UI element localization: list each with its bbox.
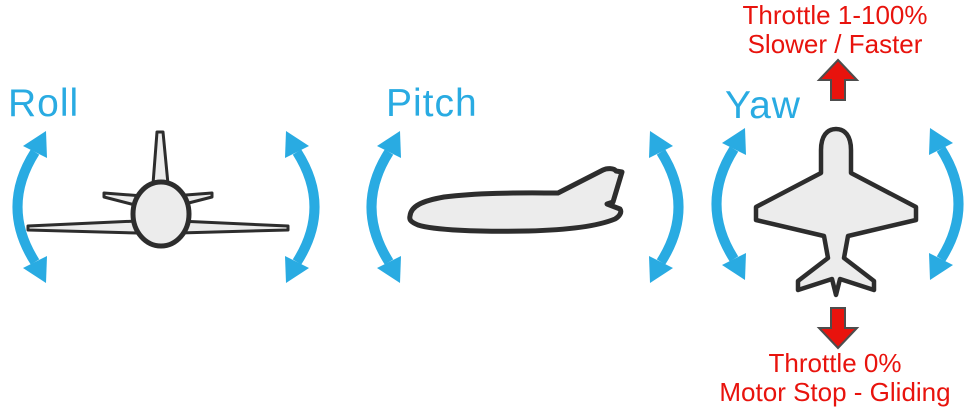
yaw-label: Yaw <box>725 84 801 127</box>
roll-left-rotation-arrow-icon <box>12 131 47 283</box>
pitch-left-rotation-arrow-icon <box>366 131 401 283</box>
pitch-right-rotation-arrow-icon <box>649 131 684 283</box>
throttle-up-note: Throttle 1-100% Slower / Faster <box>700 1 970 59</box>
airplane-side-view <box>407 166 625 234</box>
throttle-up-arrow-icon <box>816 58 860 101</box>
roll-right-rotation-arrow-icon <box>285 131 320 283</box>
airplane-top-view <box>753 126 919 298</box>
yaw-left-rotation-arrow-icon <box>711 128 746 280</box>
throttle-down-arrow-icon <box>816 307 860 350</box>
throttle-down-note: Throttle 0% Motor Stop - Gliding <box>700 349 970 407</box>
airplane-front-view <box>26 130 290 249</box>
yaw-right-rotation-arrow-icon <box>929 128 964 280</box>
roll-label: Roll <box>8 82 80 125</box>
throttle-up-line2: Slower / Faster <box>747 29 923 59</box>
throttle-up-line1: Throttle 1-100% <box>742 0 928 30</box>
throttle-down-line1: Throttle 0% <box>768 348 902 378</box>
pitch-label: Pitch <box>386 82 478 125</box>
throttle-down-line2: Motor Stop - Gliding <box>719 377 951 407</box>
